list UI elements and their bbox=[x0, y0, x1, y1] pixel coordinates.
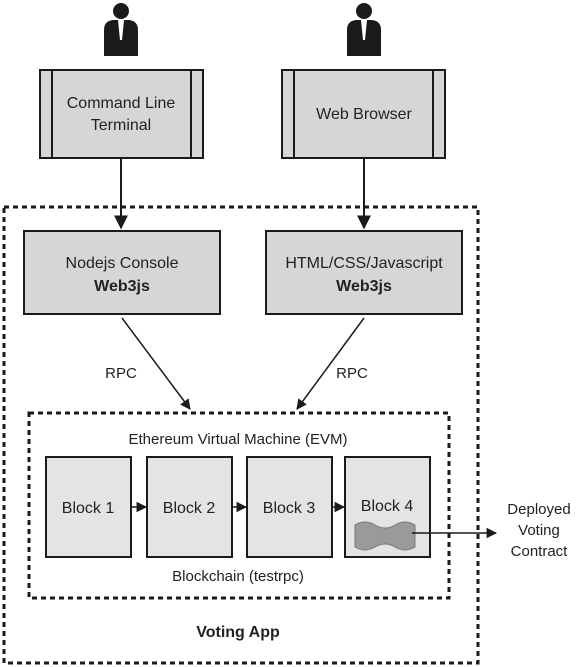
contract-label-line3: Contract bbox=[511, 543, 569, 560]
block-4: Block 4 bbox=[344, 456, 431, 558]
web-browser-box: Web Browser bbox=[281, 69, 446, 159]
block-3: Block 3 bbox=[246, 456, 333, 558]
terminal-label-line1: Command Line bbox=[67, 95, 176, 112]
nodejs-console-label: Nodejs Console bbox=[66, 255, 179, 272]
evm-title: Ethereum Virtual Machine (EVM) bbox=[129, 431, 348, 448]
evm-container bbox=[27, 411, 451, 600]
html-rpc-arrow bbox=[296, 317, 365, 410]
html-css-js-label: HTML/CSS/Javascript bbox=[285, 255, 443, 272]
html-css-js-box: HTML/CSS/Javascript Web3js bbox=[265, 230, 463, 315]
person-icon bbox=[347, 3, 381, 56]
nodejs-web3js-label: Web3js bbox=[94, 278, 150, 295]
block-2-label: Block 2 bbox=[163, 500, 216, 517]
terminal-label-line2: Terminal bbox=[91, 117, 151, 134]
block-3-label: Block 3 bbox=[263, 500, 316, 517]
contract-label-line1: Deployed bbox=[507, 501, 570, 518]
voting-app-container bbox=[2, 205, 480, 665]
node-rpc-arrow bbox=[121, 317, 191, 410]
block-1-label: Block 1 bbox=[62, 500, 115, 517]
html-web3js-label: Web3js bbox=[336, 278, 392, 295]
block-4-label: Block 4 bbox=[361, 498, 414, 515]
web-browser-label: Web Browser bbox=[316, 106, 412, 123]
block-2: Block 2 bbox=[146, 456, 233, 558]
person-icon bbox=[104, 3, 138, 56]
contract-document-icon bbox=[354, 521, 416, 551]
contract-label-line2: Voting bbox=[518, 522, 560, 539]
rpc-right-label: RPC bbox=[336, 365, 368, 382]
command-line-terminal-box: Command Line Terminal bbox=[39, 69, 204, 159]
rpc-left-label: RPC bbox=[105, 365, 137, 382]
block-1: Block 1 bbox=[45, 456, 132, 558]
nodejs-console-box: Nodejs Console Web3js bbox=[23, 230, 221, 315]
blockchain-label: Blockchain (testrpc) bbox=[172, 568, 304, 585]
voting-app-label: Voting App bbox=[196, 624, 280, 641]
